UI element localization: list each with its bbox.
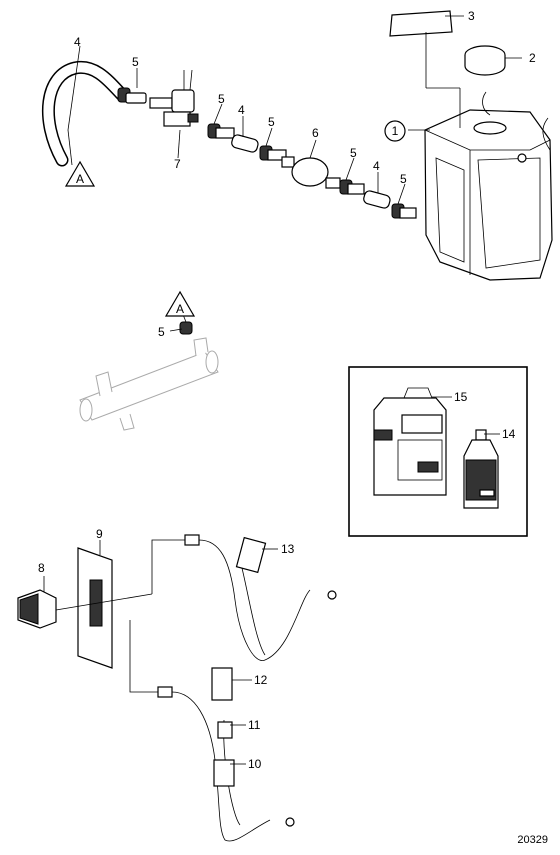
switch: [17, 589, 57, 629]
marker-a-top: A: [64, 160, 96, 187]
hose-clamp: [339, 179, 365, 195]
callout-9: 9: [96, 527, 103, 541]
tank-label-sticker: [389, 10, 453, 37]
bottle: [463, 429, 499, 509]
fitting-clamp: [179, 321, 193, 335]
callout-13: 13: [281, 542, 295, 556]
fuel-filter: [281, 156, 341, 189]
callout-14: 14: [502, 427, 516, 441]
callout-2: 2: [529, 51, 536, 65]
marker-label: A: [176, 302, 184, 316]
hose-clamp: [259, 145, 287, 161]
hose-clamp: [207, 123, 235, 139]
callout-5: 5: [132, 55, 139, 69]
hose-clamp: [117, 87, 147, 104]
coolant-pipe: [79, 337, 219, 431]
callout-5: 5: [268, 115, 275, 129]
figure-number: 20329: [517, 834, 548, 846]
wire-harness-upper: [55, 534, 337, 661]
leader-lines: [43, 15, 522, 765]
callout-5: 5: [218, 92, 225, 106]
hose-segment: [231, 134, 259, 153]
callout-11: 11: [248, 718, 261, 732]
callout-7: 7: [174, 157, 181, 171]
wire-harness-lower: [129, 620, 295, 842]
jerry-can: [373, 387, 447, 496]
callout-5: 5: [350, 146, 357, 160]
callout-10: 10: [248, 757, 262, 771]
tank: [424, 91, 553, 281]
callout-1: 1: [392, 124, 399, 138]
callout-12: 12: [254, 673, 268, 687]
valve-fitting: [149, 69, 199, 127]
callout-circle: [384, 120, 406, 142]
callout-4: 4: [373, 159, 380, 173]
callout-5: 5: [400, 172, 407, 186]
mounting-plate: [77, 547, 113, 669]
marker-a-middle: A: [164, 290, 196, 317]
tank-cap: [464, 45, 506, 76]
callout-5: 5: [158, 325, 165, 339]
callout-3: 3: [468, 9, 475, 23]
hose-left: [41, 60, 129, 167]
hose-clamp: [391, 203, 417, 219]
marker-label: A: [76, 172, 84, 186]
callout-6: 6: [312, 126, 319, 140]
callout-15: 15: [454, 390, 468, 404]
callout-4: 4: [238, 103, 245, 117]
callout-8: 8: [38, 561, 45, 575]
callout-4: 4: [74, 35, 81, 49]
hose-segment: [363, 190, 391, 209]
